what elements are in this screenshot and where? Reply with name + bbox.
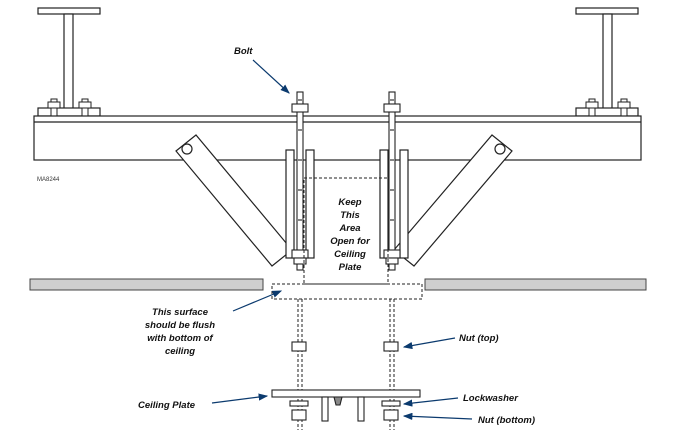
svg-text:Keep: Keep <box>338 197 361 208</box>
svg-text:Ceiling: Ceiling <box>334 249 366 260</box>
bolt-left <box>291 91 309 271</box>
bracket-plates <box>285 149 409 259</box>
i-beam-right <box>575 7 639 117</box>
nut-top-parts <box>291 341 399 352</box>
svg-text:This: This <box>340 210 360 221</box>
bolt-right <box>383 91 401 271</box>
keep-open-label: Keep This Area Open for Ceiling Plate <box>330 197 371 273</box>
i-beam-left <box>37 7 101 117</box>
svg-text:ceiling: ceiling <box>165 346 195 357</box>
flush-note-label: This surface should be flush with bottom… <box>145 307 215 357</box>
rod-extensions <box>297 299 395 430</box>
ceiling-plate-label: Ceiling Plate <box>138 400 196 411</box>
keep-open-area <box>303 177 389 285</box>
lockwasher-label: Lockwasher <box>463 393 519 404</box>
nut-top-label: Nut (top) <box>459 333 499 344</box>
ceiling-panels <box>29 278 647 291</box>
svg-text:with bottom of: with bottom of <box>147 333 213 344</box>
figure-code: MA8244 <box>37 177 60 183</box>
nut-bottom-label: Nut (bottom) <box>478 415 535 426</box>
lockwasher-parts <box>289 400 401 407</box>
svg-text:Plate: Plate <box>339 262 362 273</box>
bolt-label: Bolt <box>234 46 253 57</box>
callout-arrows <box>211 59 473 420</box>
nut-bottom-parts <box>291 409 399 421</box>
svg-text:Area: Area <box>338 223 360 234</box>
svg-text:This surface: This surface <box>152 307 209 318</box>
ceiling-plate <box>271 389 421 422</box>
ceiling-plate-outline <box>271 283 423 300</box>
svg-text:should be flush: should be flush <box>145 320 215 331</box>
svg-text:Open for: Open for <box>330 236 371 247</box>
support-channel <box>33 115 642 161</box>
